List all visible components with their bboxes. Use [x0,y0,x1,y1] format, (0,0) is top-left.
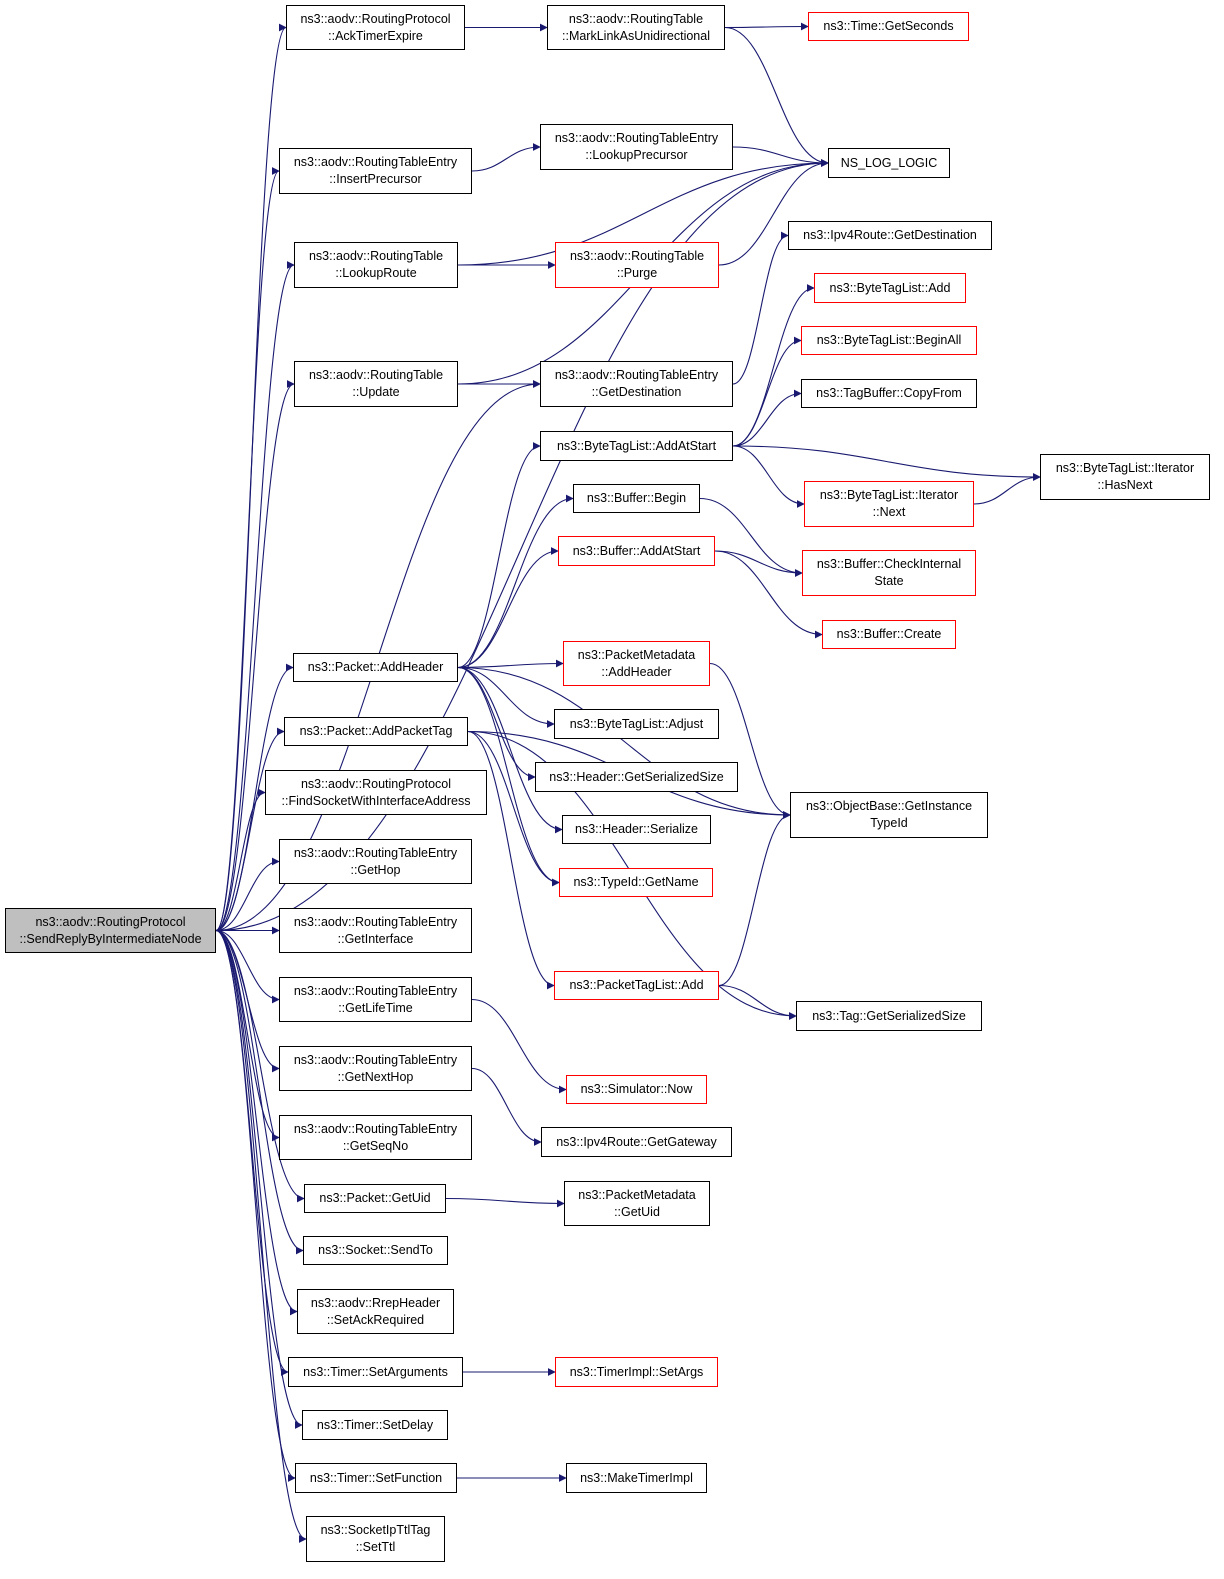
call-edge [215,788,266,932]
call-edge [699,497,803,577]
node-buffer-check-internal-state[interactable]: ns3::Buffer::CheckInternal State [802,550,976,596]
node-lookup-precursor[interactable]: ns3::aodv::RoutingTableEntry ::LookupPre… [540,124,733,170]
node-header-get-serialized-size[interactable]: ns3::Header::GetSerializedSize [535,762,738,792]
call-edge [457,442,541,669]
call-edge [732,146,829,167]
node-get-next-hop[interactable]: ns3::aodv::RoutingTableEntry ::GetNextHo… [279,1046,472,1091]
call-edge [471,143,541,172]
call-edge [973,473,1041,505]
node-bytetaglist-add[interactable]: ns3::ByteTagList::Add [814,273,966,303]
node-timer-set-arguments[interactable]: ns3::Timer::SetArguments [288,1357,463,1387]
node-objectbase-get-instance-typeid[interactable]: ns3::ObjectBase::GetInstance TypeId [790,792,988,838]
call-edge [215,857,280,932]
node-packet-add-header[interactable]: ns3::Packet::AddHeader [293,653,458,682]
node-tag-get-serialized-size[interactable]: ns3::Tag::GetSerializedSize [796,1001,982,1031]
node-time-get-seconds[interactable]: ns3::Time::GetSeconds [808,12,969,41]
node-get-interface[interactable]: ns3::aodv::RoutingTableEntry ::GetInterf… [279,908,472,953]
node-bytetaglist-adjust[interactable]: ns3::ByteTagList::Adjust [554,709,719,739]
node-get-life-time[interactable]: ns3::aodv::RoutingTableEntry ::GetLifeTi… [279,977,472,1022]
node-get-seq-no[interactable]: ns3::aodv::RoutingTableEntry ::GetSeqNo [279,1115,472,1160]
call-edge [467,730,560,887]
call-edge [471,998,567,1094]
call-edge [215,929,298,1316]
node-tagbuffer-copy-from[interactable]: ns3::TagBuffer::CopyFrom [801,379,977,408]
node-packet-metadata-get-uid[interactable]: ns3::PacketMetadata ::GetUid [564,1181,710,1226]
node-bytetaglist-add-at-start[interactable]: ns3::ByteTagList::AddAtStart [540,431,733,461]
call-edge [457,547,559,669]
call-edge [215,167,280,932]
call-edge [457,659,564,669]
call-edge [215,929,280,1004]
node-packet-get-uid[interactable]: ns3::Packet::GetUid [304,1184,446,1213]
node-socket-ip-ttl-tag-set-ttl[interactable]: ns3::SocketIpTtlTag ::SetTtl [306,1516,445,1562]
call-edge [732,445,1041,481]
call-edge [709,662,791,819]
call-edge [732,231,789,385]
call-edge [215,929,307,1543]
node-bytetaglist-begin-all[interactable]: ns3::ByteTagList::BeginAll [801,326,977,355]
node-timer-set-function[interactable]: ns3::Timer::SetFunction [295,1463,457,1493]
node-routing-table-purge[interactable]: ns3::aodv::RoutingTable ::Purge [555,242,719,288]
node-ipv4route-get-gateway[interactable]: ns3::Ipv4Route::GetGateway [541,1127,732,1157]
node-make-timer-impl[interactable]: ns3::MakeTimerImpl [566,1463,707,1493]
call-edge [724,26,829,167]
call-edge [732,336,802,447]
call-edge [215,929,303,1429]
node-get-hop[interactable]: ns3::aodv::RoutingTableEntry ::GetHop [279,839,472,884]
call-edge [457,494,574,669]
node-packet-tag-list-add[interactable]: ns3::PacketTagList::Add [554,971,719,1000]
node-packet-metadata-add-header[interactable]: ns3::PacketMetadata ::AddHeader [563,641,710,686]
node-buffer-add-at-start[interactable]: ns3::Buffer::AddAtStart [558,536,715,566]
node-iterator-has-next[interactable]: ns3::ByteTagList::Iterator ::HasNext [1040,454,1210,500]
call-edge [714,550,823,639]
node-socket-send-to[interactable]: ns3::Socket::SendTo [303,1236,448,1265]
call-edge [457,666,563,834]
call-edge [215,380,295,932]
call-edge [457,666,791,819]
call-edge [718,811,791,987]
node-ns-log-logic[interactable]: NS_LOG_LOGIC [828,148,950,178]
node-routing-table-update[interactable]: ns3::aodv::RoutingTable ::Update [294,361,458,407]
node-buffer-create[interactable]: ns3::Buffer::Create [822,620,956,649]
call-edge [732,389,802,447]
call-edge [457,666,555,728]
call-edge [724,22,809,31]
call-edge [215,929,304,1255]
node-mark-link-as-unidirectional[interactable]: ns3::aodv::RoutingTable ::MarkLinkAsUnid… [547,5,725,50]
call-edge [714,550,803,577]
call-edge [215,727,285,932]
node-routing-table-entry-get-destination[interactable]: ns3::aodv::RoutingTableEntry ::GetDestin… [540,361,733,407]
node-ack-timer-expire[interactable]: ns3::aodv::RoutingProtocol ::AckTimerExp… [286,5,465,50]
node-set-ack-required[interactable]: ns3::aodv::RrepHeader ::SetAckRequired [297,1289,454,1334]
node-simulator-now[interactable]: ns3::Simulator::Now [566,1075,707,1104]
call-edge [718,159,829,266]
node-timer-set-delay[interactable]: ns3::Timer::SetDelay [302,1410,448,1440]
node-typeid-get-name[interactable]: ns3::TypeId::GetName [559,868,713,897]
call-edge [457,159,829,266]
call-edge [467,730,555,990]
node-find-socket-with-interface-address[interactable]: ns3::aodv::RoutingProtocol ::FindSocketW… [265,770,487,815]
call-edge [445,1197,565,1208]
call-edge [215,159,829,932]
call-edge [457,666,560,887]
call-edge [718,984,797,1020]
node-packet-add-packet-tag[interactable]: ns3::Packet::AddPacketTag [284,717,468,746]
node-insert-precursor[interactable]: ns3::aodv::RoutingTableEntry ::InsertPre… [279,148,472,194]
node-timer-impl-set-args[interactable]: ns3::TimerImpl::SetArgs [555,1357,718,1387]
call-edge [215,929,305,1203]
call-edge [215,261,295,932]
node-lookup-route[interactable]: ns3::aodv::RoutingTable ::LookupRoute [294,242,458,288]
call-edge [732,284,815,447]
node-buffer-begin[interactable]: ns3::Buffer::Begin [573,484,700,513]
node-send-reply-by-intermediate-node[interactable]: ns3::aodv::RoutingProtocol ::SendReplyBy… [5,908,216,953]
node-iterator-next[interactable]: ns3::ByteTagList::Iterator ::Next [804,481,974,527]
call-edge [471,1067,542,1146]
node-header-serialize[interactable]: ns3::Header::Serialize [562,815,711,844]
node-ipv4route-get-destination[interactable]: ns3::Ipv4Route::GetDestination [788,221,992,250]
call-edge [732,445,805,508]
